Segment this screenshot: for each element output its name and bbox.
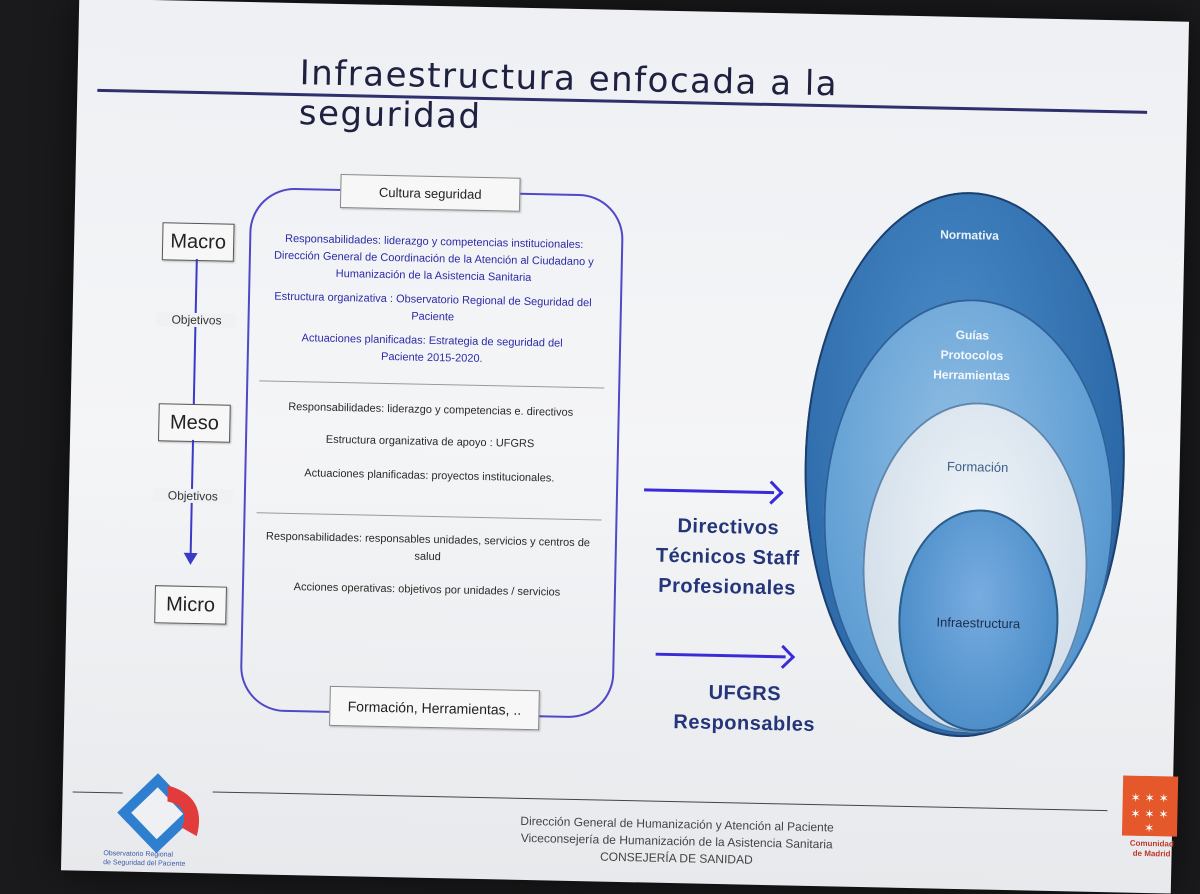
label-normativa: Normativa xyxy=(940,227,999,243)
role-line-directivos: Directivos xyxy=(677,515,780,540)
comunidad-madrid-logo-icon: ✶ ✶ ✶ ✶ ✶ ✶ ✶ xyxy=(1121,775,1179,837)
label-formacion: Formación xyxy=(946,458,1009,476)
role-line-tecnicos: Técnicos Staff xyxy=(655,544,800,570)
observatorio-logo-caption: Observatorio Regional de Seguridad del P… xyxy=(103,850,186,868)
footer-institution: Dirección General de Humanización y Aten… xyxy=(461,812,892,872)
panel-header: Cultura seguridad xyxy=(339,173,521,212)
svg-text:✶: ✶ xyxy=(1145,791,1155,805)
role-line-ufgrs: UFGRS xyxy=(708,681,782,706)
svg-text:✶: ✶ xyxy=(1144,807,1154,821)
connector-macro-meso xyxy=(192,258,198,404)
observatorio-logo-icon xyxy=(111,764,213,866)
arrow-right-line-2 xyxy=(655,652,786,659)
label-herramientas: Herramientas xyxy=(933,367,1011,384)
level-macro: Macro xyxy=(161,222,235,262)
footer-rule xyxy=(212,791,1108,812)
panel-footer: Formación, Herramientas, .. xyxy=(329,685,540,731)
svg-text:✶: ✶ xyxy=(1158,807,1168,821)
svg-text:✶: ✶ xyxy=(1131,791,1141,805)
level-micro: Micro xyxy=(154,585,227,625)
presentation-slide: Infraestructura enfocada a la seguridad … xyxy=(60,0,1190,894)
level-meso: Meso xyxy=(157,403,231,443)
arrow-down-icon xyxy=(183,552,198,566)
comunidad-madrid-caption: Comunidad de Madrid xyxy=(1129,838,1174,859)
svg-text:✶: ✶ xyxy=(1130,807,1140,821)
arrow-right-icon xyxy=(759,480,784,505)
objetivos-label-1: Objetivos xyxy=(156,312,237,328)
role-line-responsables: Responsables xyxy=(673,711,816,737)
label-infraestructura: Infraestructura xyxy=(936,614,1021,632)
arrow-right-line-1 xyxy=(644,488,775,495)
svg-text:✶: ✶ xyxy=(1144,821,1154,835)
objetivos-label-2: Objetivos xyxy=(152,488,233,504)
svg-text:✶: ✶ xyxy=(1159,791,1169,805)
arrow-right-icon xyxy=(771,644,796,669)
role-line-profesionales: Profesionales xyxy=(658,574,797,600)
